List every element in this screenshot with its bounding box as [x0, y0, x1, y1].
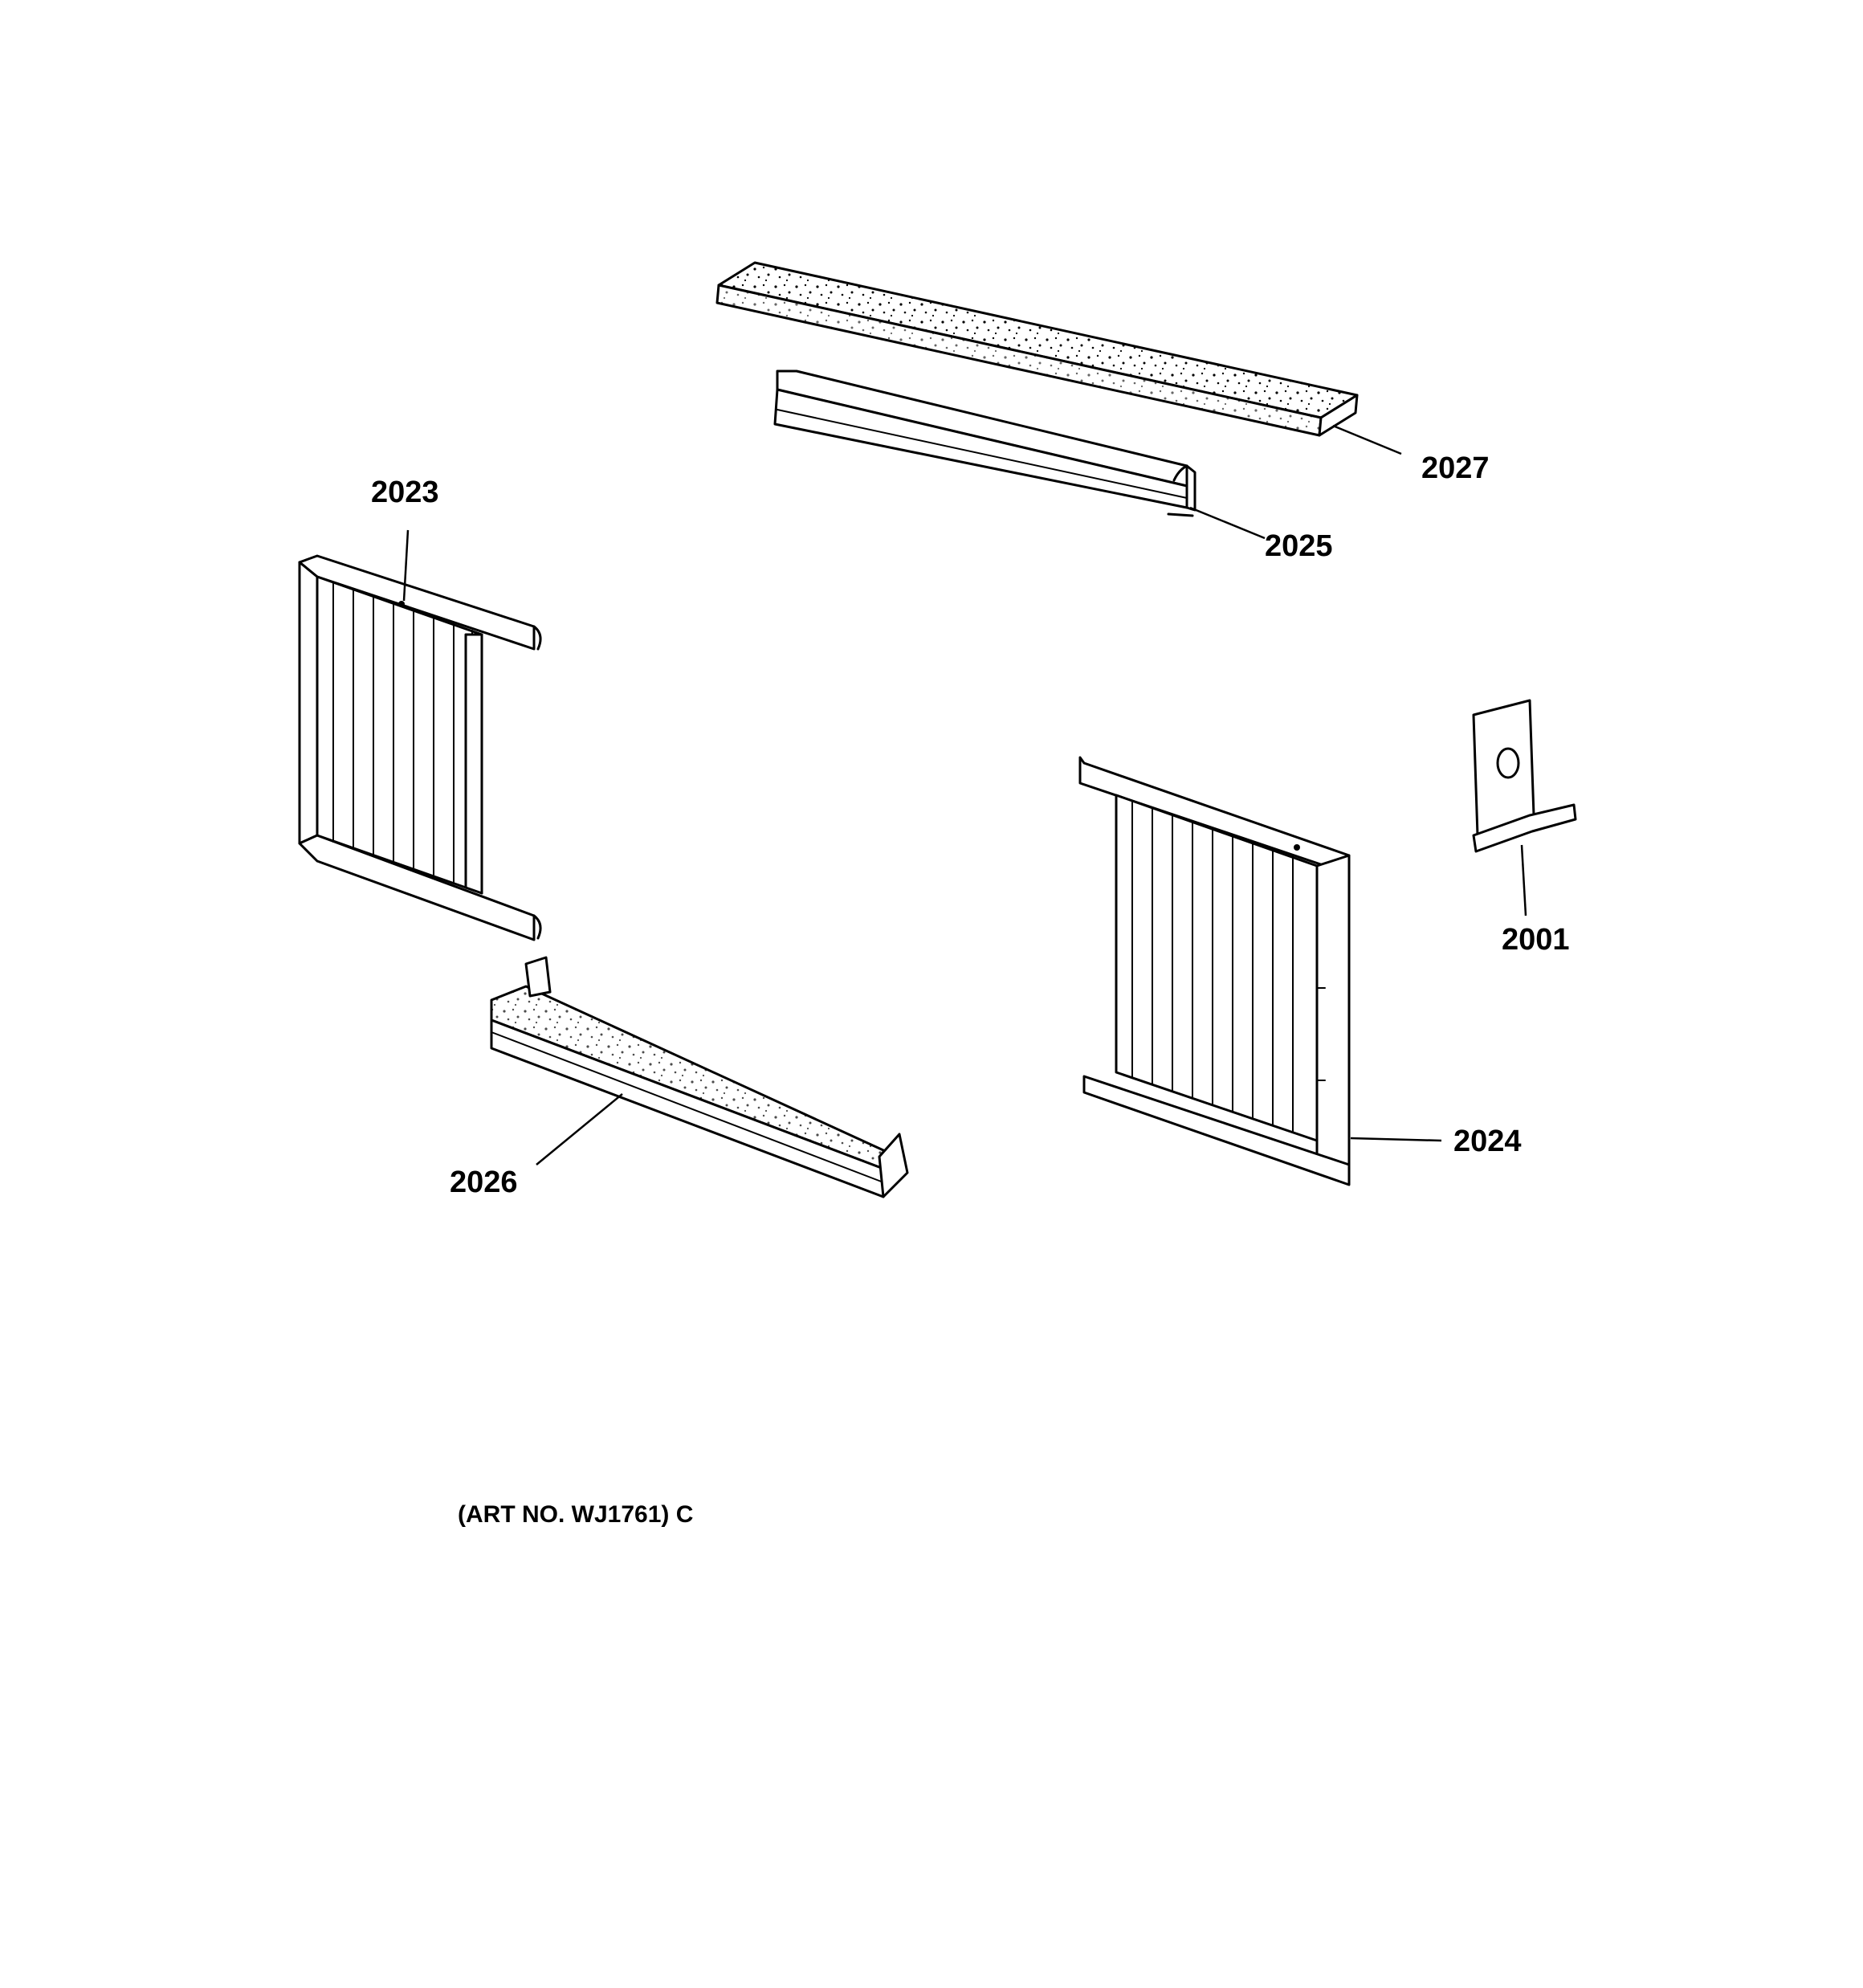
part-2001-angle-bracket	[1472, 699, 1577, 853]
part-2024-right-curtain	[1078, 756, 1351, 1186]
art-number: (ART NO. WJ1761) C	[458, 1501, 693, 1528]
leader-lines	[402, 424, 1527, 1165]
label-2025: 2025	[1265, 529, 1333, 563]
part-2023-left-curtain	[298, 554, 542, 941]
label-2026: 2026	[450, 1165, 518, 1199]
label-2027: 2027	[1421, 451, 1490, 485]
part-2025-top-channel	[773, 369, 1196, 517]
label-2024: 2024	[1453, 1125, 1522, 1158]
label-2023: 2023	[371, 476, 439, 509]
right-curtain-ribs	[1131, 801, 1294, 1133]
label-2001: 2001	[1502, 923, 1570, 957]
part-2026-bottom-channel	[490, 956, 909, 1198]
part-2027-foam-seal	[715, 261, 1359, 437]
